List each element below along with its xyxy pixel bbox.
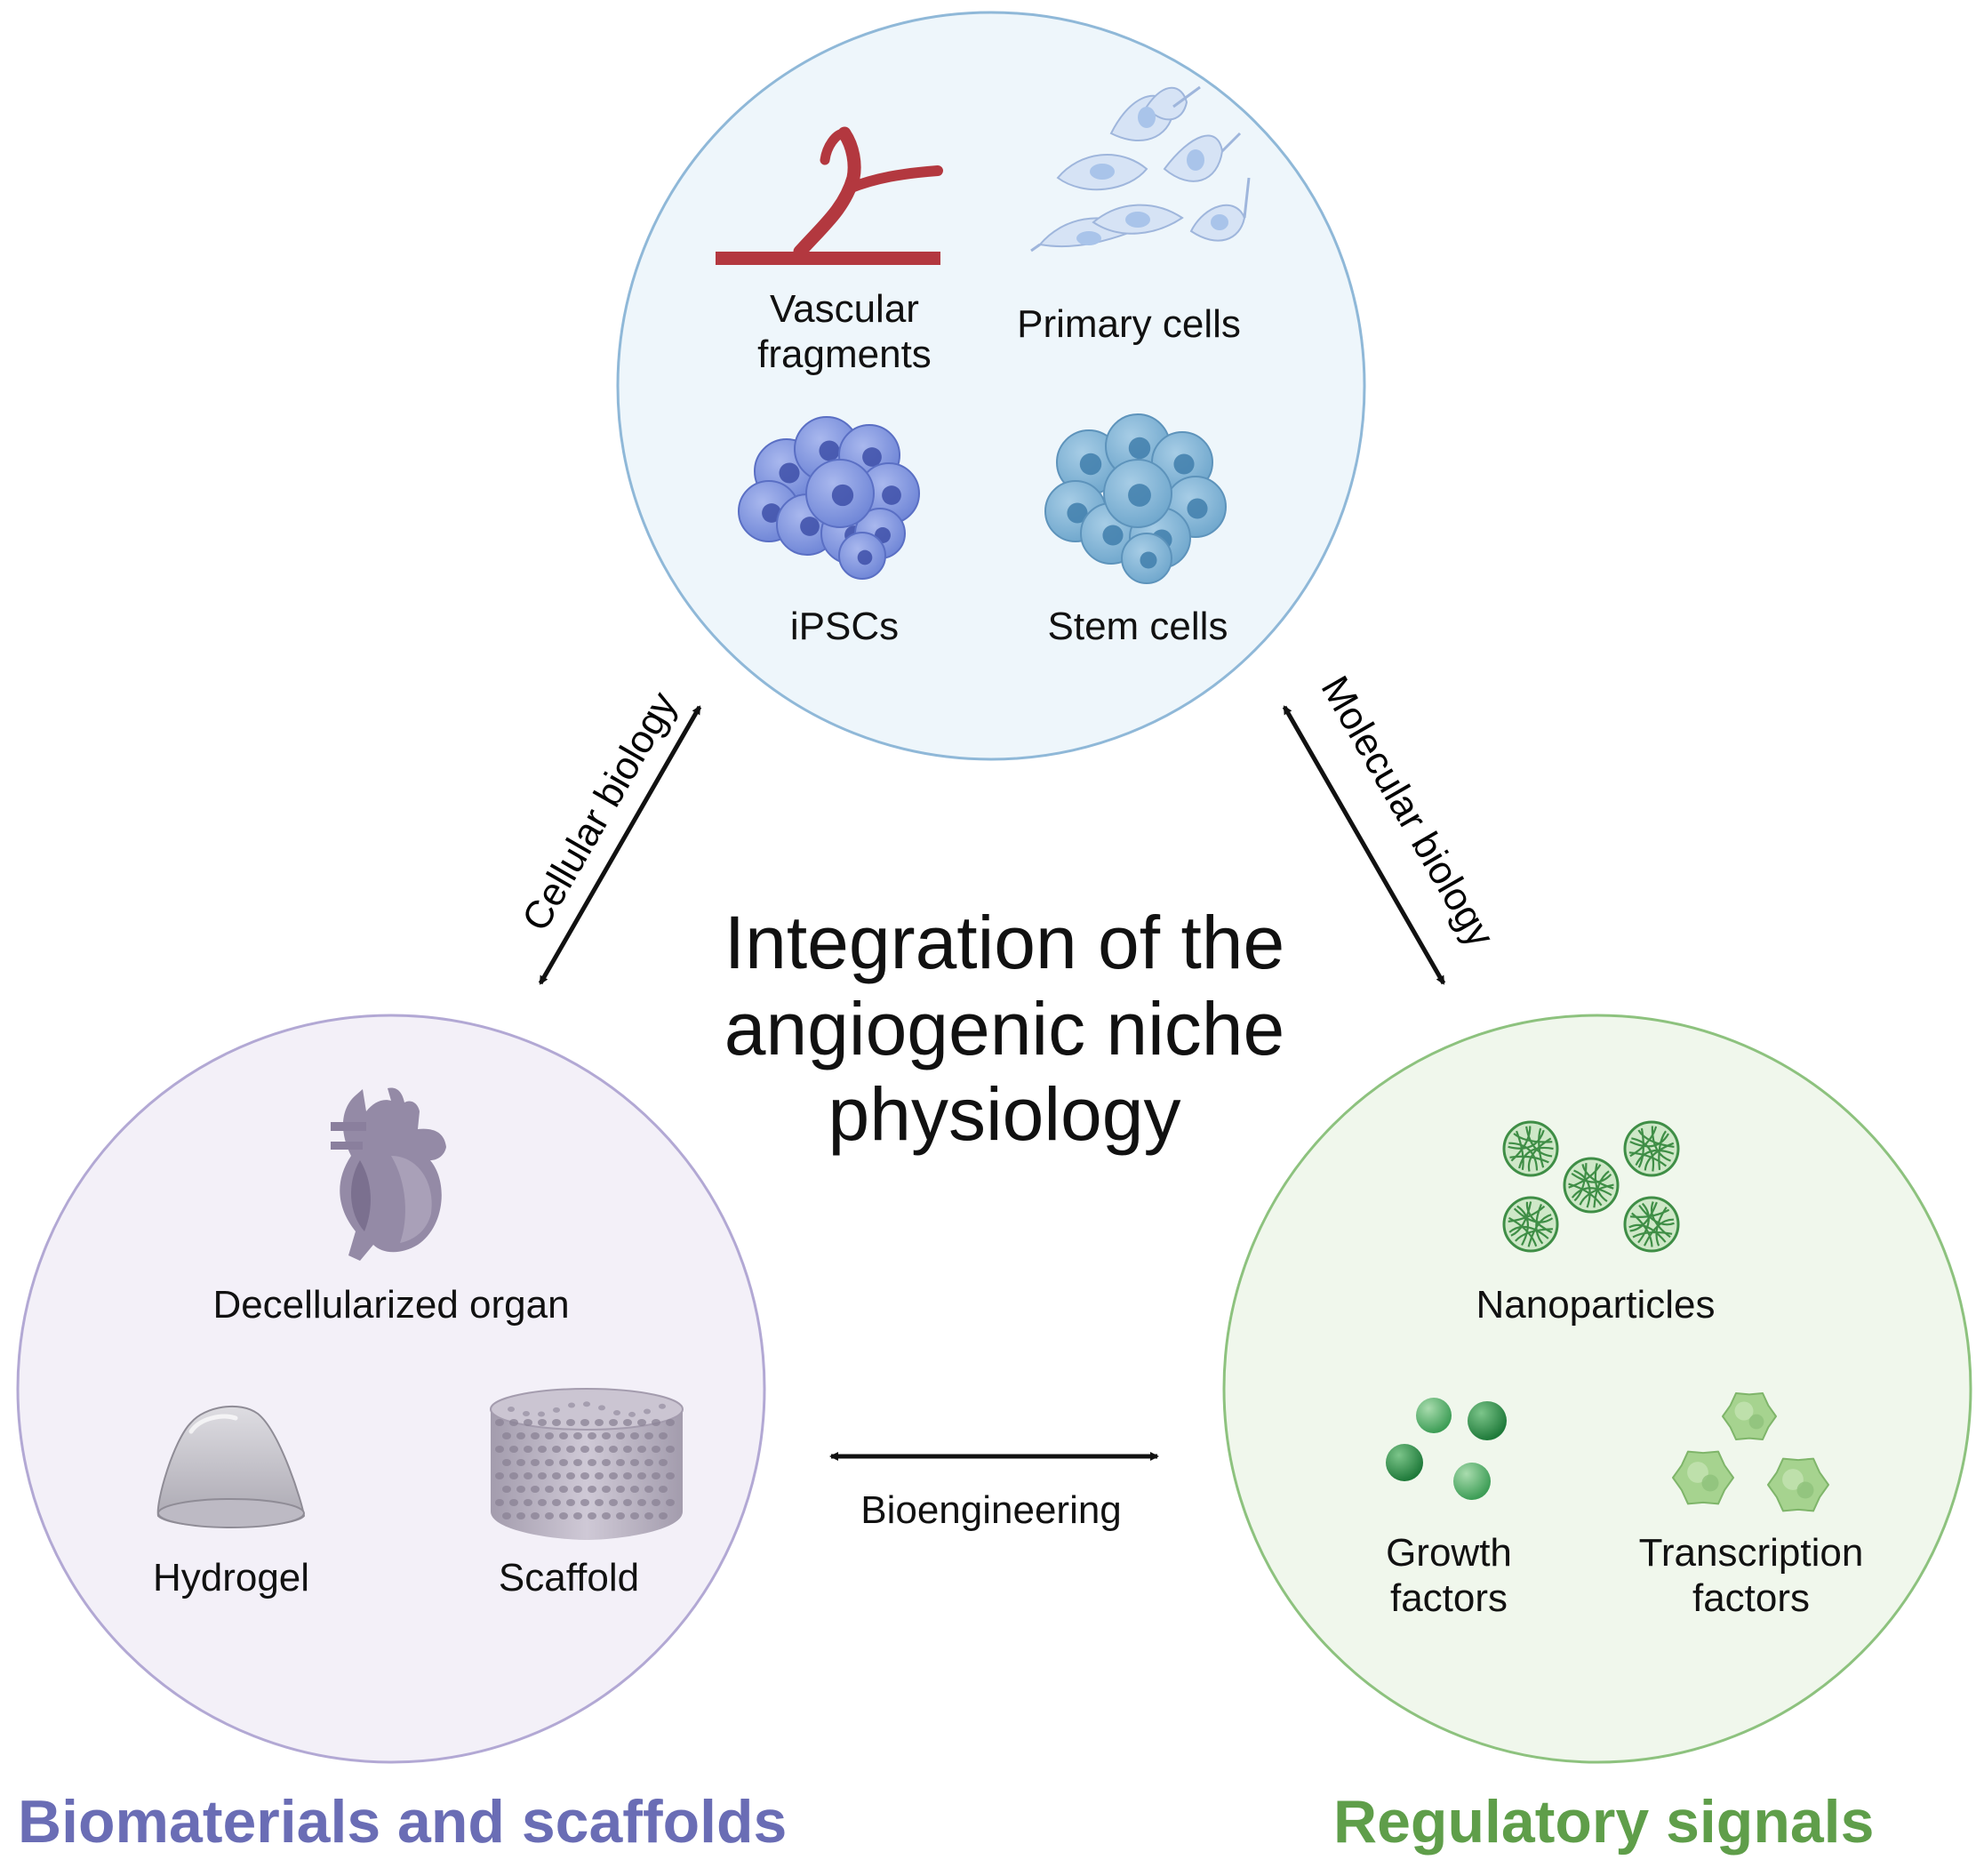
center-title-line2: angiogenic niche [724,986,1285,1070]
regulatory-signals-title: Regulatory signals [1333,1788,1875,1856]
bioengineering-label: Bioengineering [860,1488,1122,1532]
stem-cell-cluster-icon [1044,413,1227,584]
growth-factors-line1: Growth [1386,1531,1512,1575]
primary-cells-icon [1030,85,1251,253]
vascular-fragments-line2: fragments [757,332,932,376]
ipscs-label: iPSCs [789,605,900,648]
stem-cells-label: Stem cells [1047,605,1228,648]
primary-cells-label: Primary cells [1017,302,1241,346]
ipsc-cluster-icon [738,416,920,580]
growth-factors-label: Growth factors [1360,1531,1538,1621]
growth-factors-line2: factors [1389,1575,1508,1620]
hydrogel-label: Hydrogel [152,1556,310,1599]
left-circle-biomaterials [16,1014,766,1764]
transcription-factor-icon [1672,1392,1829,1512]
scaffold-icon [490,1388,684,1540]
decellularized-organ-label: Decellularized organ [212,1283,570,1327]
transcription-factors-label: Transcription factors [1618,1531,1884,1621]
transcription-factors-line1: Transcription [1638,1531,1864,1575]
vessel-icon [716,126,943,265]
growth-factor-icon [1386,1398,1507,1500]
transcription-factors-line2: factors [1692,1575,1811,1620]
hydrogel-icon [156,1405,306,1528]
vascular-fragments-label: Vascular fragments [738,287,951,377]
vascular-fragments-line1: Vascular [770,287,919,331]
cellular-biology-arrow [538,705,702,985]
center-title: Integration of the angiogenic niche phys… [676,900,1333,1158]
nanoparticles-icon [1502,1120,1680,1253]
biomaterials-title: Biomaterials and scaffolds [18,1788,788,1856]
scaffold-label: Scaffold [498,1556,640,1599]
center-title-line3: physiology [828,1072,1181,1157]
heart-icon [331,1087,446,1261]
center-title-line1: Integration of the [724,901,1285,984]
top-circle [616,11,1366,761]
molecular-biology-arrow [1282,705,1446,985]
nanoparticles-label: Nanoparticles [1476,1283,1716,1327]
right-circle-regulatory [1222,1014,1972,1764]
